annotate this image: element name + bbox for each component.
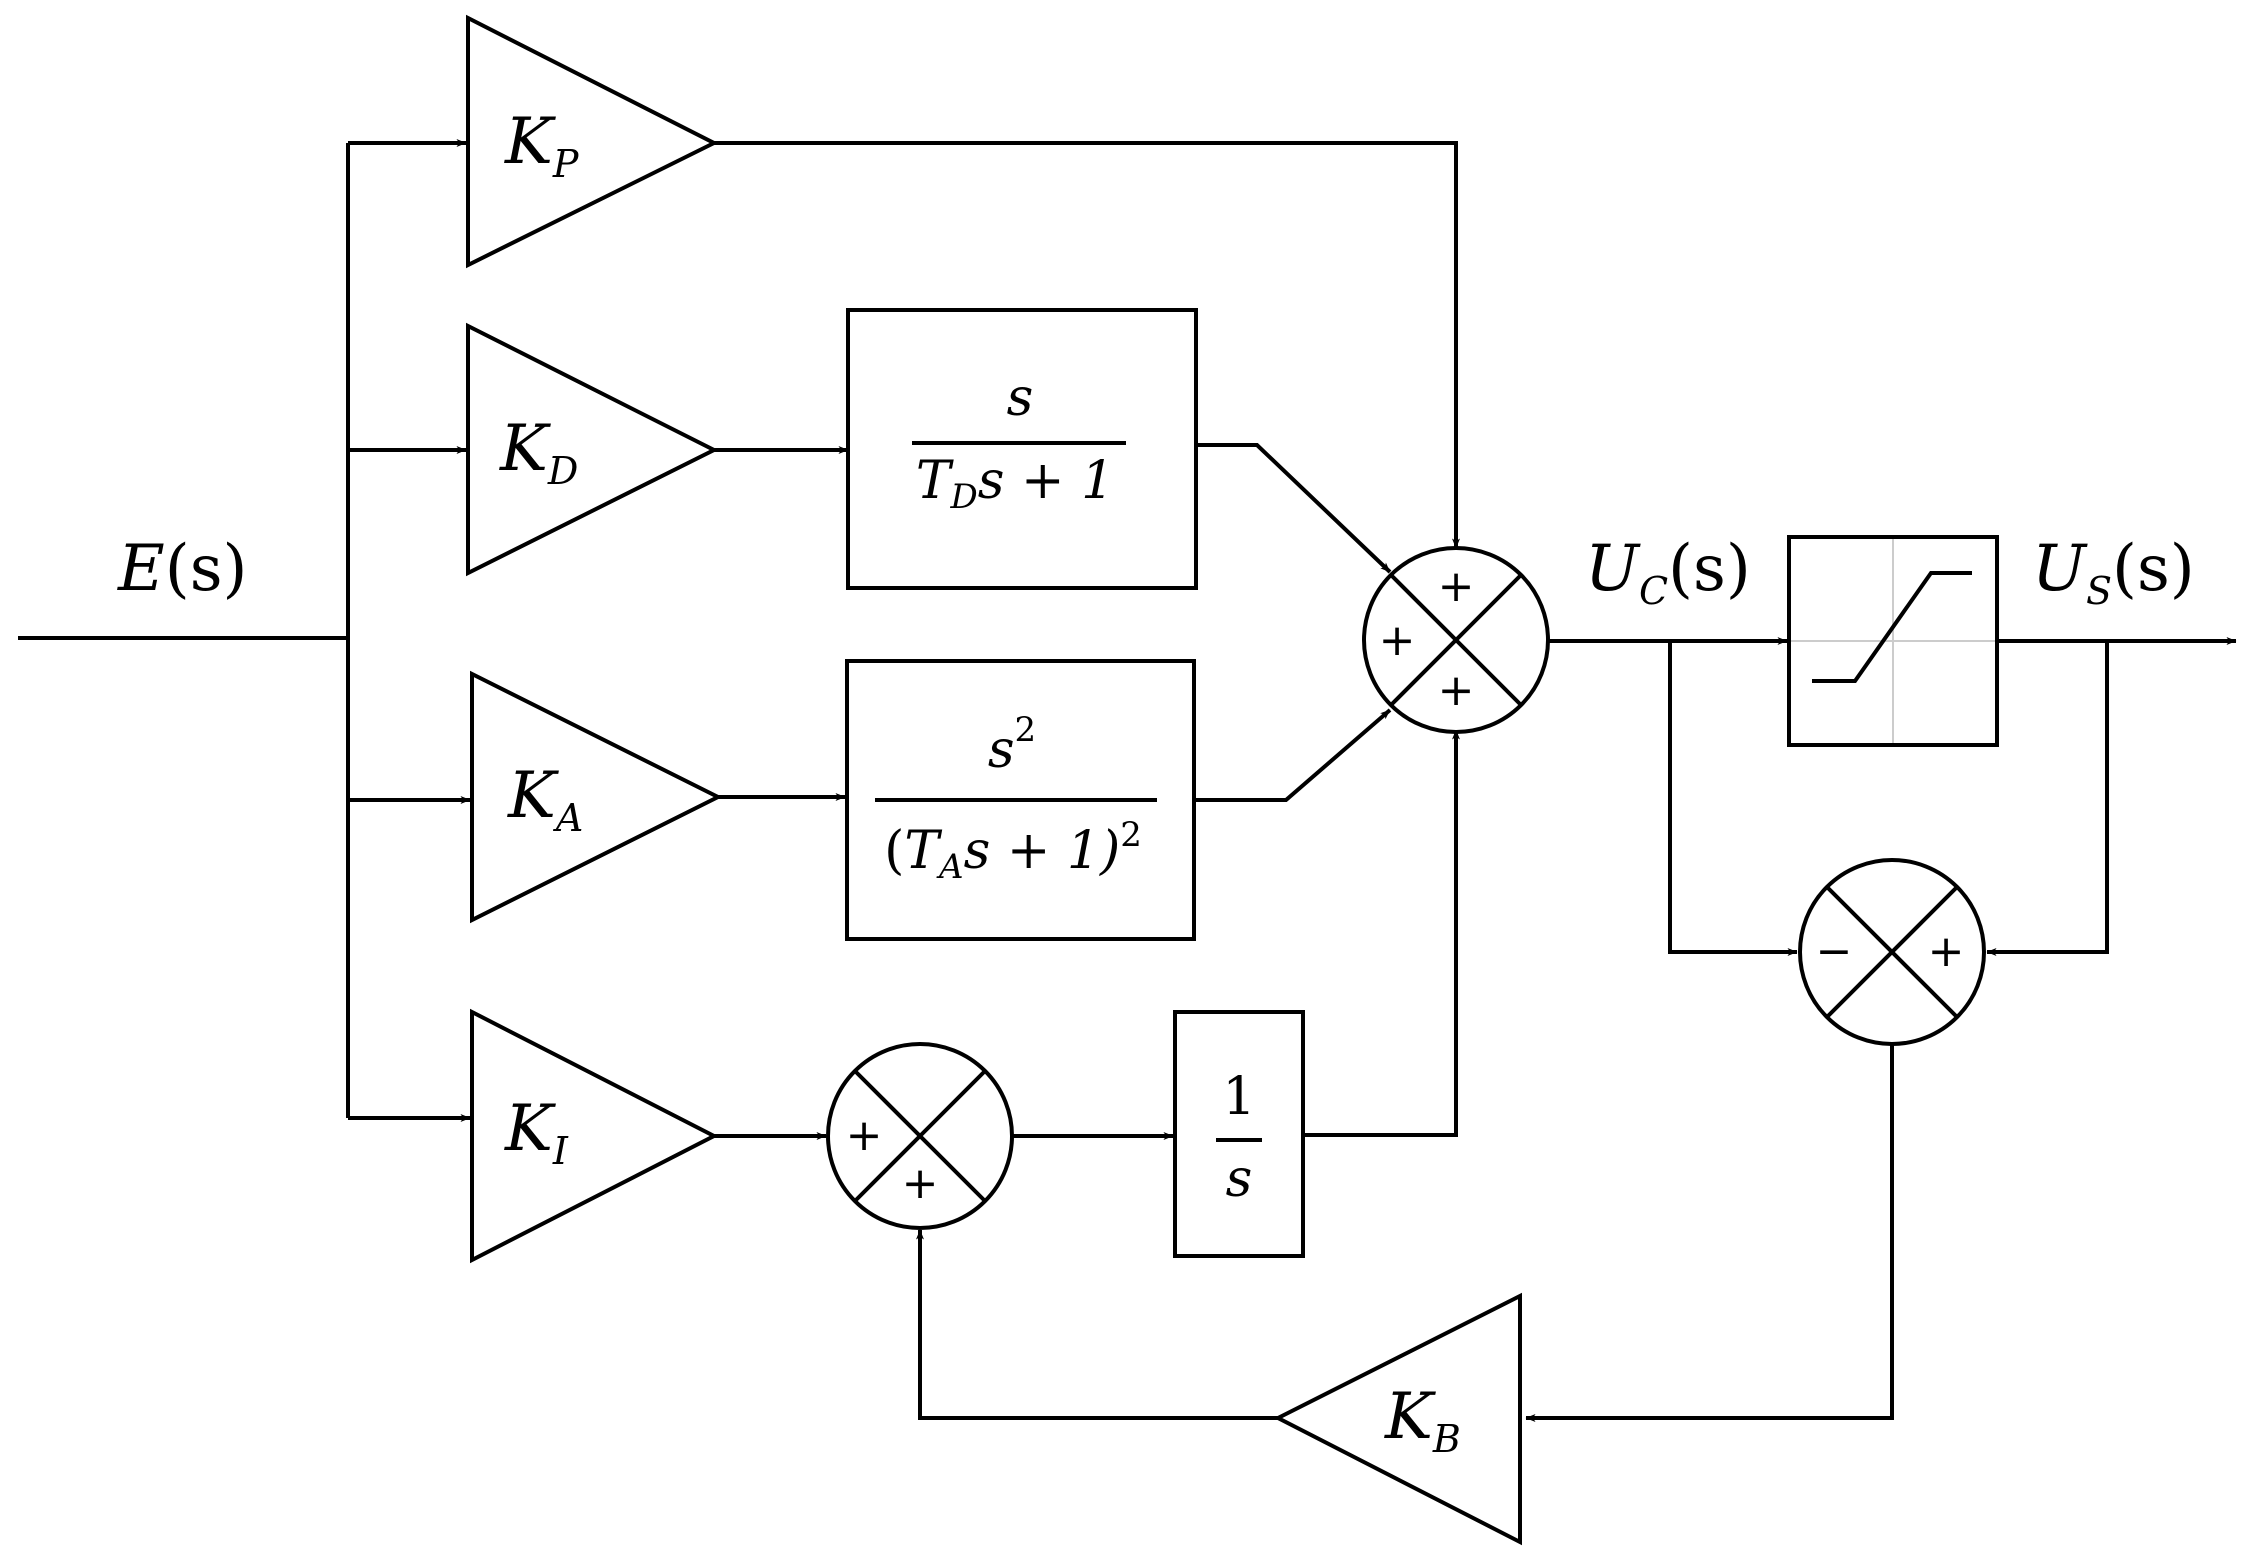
antiwindup-summing-junction: − + <box>1798 858 1986 1046</box>
wire-acceleration-to-sum <box>1194 708 1392 802</box>
wire-derivative-to-sum <box>1196 443 1392 574</box>
acceleration-filter-block: s2 (TAs + 1)2 <box>845 659 1196 941</box>
gain-ki: KI <box>470 1008 719 1264</box>
gain-ki-triangle <box>470 1008 719 1264</box>
main-sum-bottom-sign: + <box>1438 665 1475 716</box>
gain-ka: KA <box>470 670 723 924</box>
integrator-summing-junction: + + <box>826 1042 1014 1230</box>
integrator-block: 1 s <box>1173 1010 1305 1258</box>
aw-sum-left-sign: − <box>1816 926 1853 977</box>
int-sum-cross-b <box>853 1069 987 1203</box>
input-signal-label: E(s) <box>117 532 248 606</box>
main-sum-left-sign: + <box>1379 615 1416 666</box>
derivative-block-frame <box>846 308 1198 590</box>
integrator-numerator: 1 <box>1222 1067 1255 1127</box>
gain-ka-triangle <box>470 670 723 924</box>
wire-uc-to-antiwindup <box>1668 641 1798 956</box>
gain-kb-label: KB <box>1384 1380 1461 1461</box>
wire-kp-to-sum <box>714 141 1460 549</box>
saturation-block <box>1787 535 1999 747</box>
int-sum-bottom-sign: + <box>902 1158 939 1209</box>
wires <box>18 139 2237 1422</box>
wire-integrator-to-sum <box>1303 729 1460 1137</box>
gain-kp: KP <box>466 14 719 269</box>
acceleration-denominator: (TAs + 1)2 <box>884 815 1142 887</box>
gain-ka-label: KA <box>507 759 583 840</box>
saturated-signal-label: US(s) <box>2032 532 2195 613</box>
wire-kb-to-int-sum <box>916 1229 1278 1420</box>
gain-kd: KD <box>466 322 719 577</box>
derivative-numerator: s <box>1007 368 1034 428</box>
gain-kp-label: KP <box>504 105 580 186</box>
gain-ki-label: KI <box>504 1092 569 1173</box>
saturation-curve-icon <box>1812 571 1972 683</box>
int-sum-left-sign: + <box>846 1110 883 1161</box>
control-signal-label: UC(s) <box>1585 532 1751 613</box>
wire-antiwindup-to-kb <box>1525 1045 1894 1422</box>
main-sum-top-sign: + <box>1438 561 1475 612</box>
aw-sum-right-sign: + <box>1928 926 1965 977</box>
wire-us-to-antiwindup <box>1986 641 2109 956</box>
derivative-denominator: TDs + 1 <box>916 451 1114 517</box>
gain-kp-triangle <box>466 14 719 269</box>
main-sum-cross-b <box>1389 573 1523 707</box>
gain-kd-label: KD <box>499 412 578 493</box>
integrator-block-frame <box>1173 1010 1305 1258</box>
gain-kb-triangle <box>1273 1292 1522 1546</box>
gain-kb: KB <box>1273 1292 1522 1546</box>
gain-kd-triangle <box>466 322 719 577</box>
acceleration-numerator: s2 <box>988 710 1036 780</box>
aw-sum-cross-b <box>1825 885 1959 1019</box>
main-summing-junction: + + + <box>1362 546 1550 734</box>
derivative-filter-block: s TDs + 1 <box>846 308 1198 590</box>
integrator-denominator: s <box>1226 1149 1253 1209</box>
